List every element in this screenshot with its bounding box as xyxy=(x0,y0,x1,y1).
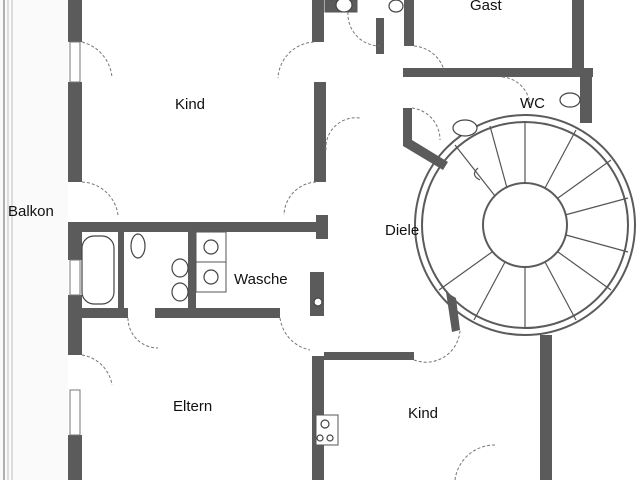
kind-diele-wall xyxy=(310,82,328,316)
room-label-kind-bottom: Kind xyxy=(408,405,438,422)
fixtures xyxy=(81,0,581,442)
spiral-staircase xyxy=(414,114,636,336)
toilet-wc xyxy=(559,92,581,108)
room-label-balkon: Balkon xyxy=(8,203,54,220)
room-label-diele: Diele xyxy=(385,222,419,239)
dryer xyxy=(203,269,219,285)
toilet-bath xyxy=(130,233,146,259)
sink-wc xyxy=(452,119,478,137)
room-label-gast: Gast xyxy=(470,0,503,14)
left-exterior-wall xyxy=(68,0,82,480)
door-swings xyxy=(81,11,531,480)
room-label-wc: WC xyxy=(520,95,545,112)
bathtub xyxy=(81,235,115,305)
balcony-area xyxy=(0,0,68,480)
washer xyxy=(203,239,219,255)
room-label-kind-top: Kind xyxy=(175,96,205,113)
sink-gast xyxy=(388,0,404,13)
room-label-wasche: Wasche xyxy=(234,271,288,288)
toilet-gast xyxy=(335,0,353,13)
heater xyxy=(313,297,323,307)
sink-bath-2 xyxy=(171,282,189,302)
room-label-eltern: Eltern xyxy=(173,398,212,415)
sink-bath-1 xyxy=(171,258,189,278)
top-walls xyxy=(312,0,593,123)
